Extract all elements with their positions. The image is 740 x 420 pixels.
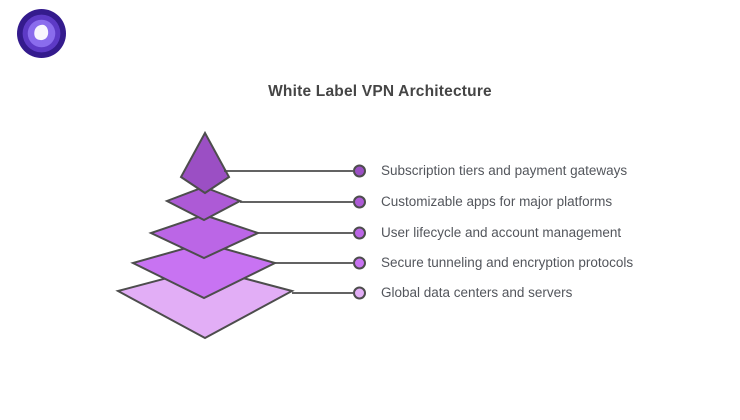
bullet-marker-2 <box>353 195 366 209</box>
bullet-marker-3 <box>353 226 366 240</box>
layer-label-3: User lifecycle and account management <box>381 225 622 240</box>
layer-label-5: Global data centers and servers <box>381 285 573 300</box>
bullet-marker-4 <box>353 256 366 270</box>
pyramid-layer-3 <box>148 213 261 260</box>
pyramid-layer-1 <box>179 130 231 195</box>
page-title: White Label VPN Architecture <box>268 83 492 100</box>
logo-core-shape <box>34 24 49 41</box>
layer-label-1: Subscription tiers and payment gateways <box>381 163 628 178</box>
layer-label-4: Secure tunneling and encryption protocol… <box>381 255 634 270</box>
layer-label-2: Customizable apps for major platforms <box>381 194 613 209</box>
bullet-marker-5 <box>353 286 366 300</box>
bullet-marker-1 <box>353 164 366 178</box>
pyramid-layer-2 <box>164 185 243 222</box>
vpn-brand-logo-icon <box>17 9 66 58</box>
pyramid-layer-4 <box>130 241 278 300</box>
pyramid-layer-5 <box>115 266 295 340</box>
